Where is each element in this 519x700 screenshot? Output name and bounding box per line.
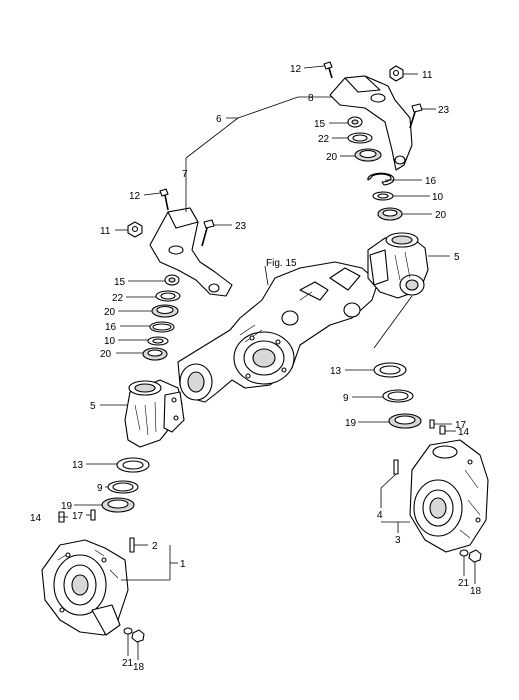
- stud-2-left: [129, 537, 135, 553]
- axle-housing: [177, 261, 379, 403]
- callout-5-right: 5: [454, 252, 460, 263]
- oring-21-left: [123, 627, 133, 635]
- callout-12-left: 12: [129, 191, 141, 202]
- left-steering-case: [124, 379, 185, 448]
- washer-10-right: [372, 191, 394, 201]
- callout-20-left-lower: 20: [100, 349, 112, 360]
- washer-10-left: [147, 336, 169, 346]
- callout-11-right: 11: [422, 70, 433, 81]
- callout-12-right: 12: [290, 64, 302, 75]
- callout-14-left: 14: [30, 513, 42, 524]
- plug-14-right: [439, 425, 446, 435]
- callout-13-left: 13: [72, 460, 84, 471]
- stud-4-right: [393, 459, 399, 475]
- circlip-16-left: [149, 321, 175, 333]
- bolt-23-right: [409, 103, 423, 129]
- bearing-19-left: [101, 497, 135, 513]
- callout-15-right: 15: [314, 119, 326, 130]
- right-front-axle-case: [409, 439, 489, 553]
- callout-20-right-lower: 20: [435, 210, 447, 221]
- callout-18-right: 18: [470, 586, 482, 597]
- seal-13-right: [373, 362, 407, 378]
- pin-17-left: [90, 509, 96, 521]
- callout-6: 6: [216, 114, 222, 125]
- callouts: 6 7 8 12 12 11 11 23 23 15 15 22 22 20 2…: [30, 64, 482, 673]
- callout-9-right: 9: [343, 393, 349, 404]
- bearing-20-right-upper: [354, 148, 382, 162]
- bearing-20-right-lower: [377, 207, 403, 221]
- callout-16-right: 16: [425, 176, 437, 187]
- bearing-20-left-upper: [151, 304, 179, 318]
- collar-15-right: [347, 116, 363, 128]
- plug-18-right: [468, 549, 482, 563]
- seal-22-right: [347, 132, 373, 144]
- bearing-20-left-lower: [142, 347, 168, 361]
- callout-3: 3: [395, 535, 401, 546]
- nut-11-right: [389, 65, 404, 82]
- callout-19-right: 19: [345, 418, 357, 429]
- callout-7: 7: [182, 169, 188, 180]
- washer-9-right: [382, 389, 414, 403]
- callout-9-left: 9: [97, 483, 103, 494]
- callout-4: 4: [377, 510, 383, 521]
- left-front-axle-case: [41, 539, 129, 636]
- callout-15-left: 15: [114, 277, 126, 288]
- left-bracket: [149, 207, 233, 297]
- callout-17-left: 17: [72, 511, 84, 522]
- callout-21-left: 21: [122, 658, 134, 669]
- callout-20-left-upper: 20: [104, 307, 116, 318]
- callout-14-right: 14: [458, 427, 470, 438]
- callout-10-left: 10: [104, 336, 116, 347]
- callout-23-left: 23: [235, 221, 247, 232]
- callout-19-left: 19: [61, 501, 73, 512]
- callout-11-left: 11: [100, 226, 111, 237]
- callout-20-right-upper: 20: [326, 152, 338, 163]
- bolt-23-left: [201, 219, 215, 247]
- callout-21-right: 21: [458, 578, 470, 589]
- callout-23-right: 23: [438, 105, 450, 116]
- bolt-12-right: [323, 61, 333, 79]
- seal-22-left: [155, 290, 181, 302]
- right-bracket: [329, 75, 413, 171]
- callout-5-left: 5: [90, 401, 96, 412]
- callout-22-left: 22: [112, 293, 124, 304]
- figure-reference: Fig. 15: [266, 258, 297, 269]
- callout-1: 1: [180, 559, 186, 570]
- circlip-16-right: [367, 172, 395, 186]
- pin-17-right: [429, 419, 435, 429]
- leader-lines: [59, 65, 476, 660]
- collar-15-left: [164, 274, 180, 286]
- bolt-12-left: [159, 188, 169, 211]
- callout-2: 2: [152, 541, 158, 552]
- nut-11-left: [127, 221, 143, 238]
- callout-10-right: 10: [432, 192, 444, 203]
- callout-16-left: 16: [105, 322, 117, 333]
- plug-18-left: [131, 629, 145, 643]
- bearing-19-right: [388, 413, 422, 429]
- callout-8: 8: [308, 93, 314, 104]
- oring-21-right: [459, 549, 469, 557]
- right-steering-case: [367, 232, 429, 299]
- callout-13-right: 13: [330, 366, 342, 377]
- callout-18-left: 18: [133, 662, 145, 673]
- callout-17-right: 17: [455, 420, 467, 431]
- callout-22-right: 22: [318, 134, 330, 145]
- seal-13-left: [116, 457, 150, 473]
- washer-9-left: [107, 480, 139, 494]
